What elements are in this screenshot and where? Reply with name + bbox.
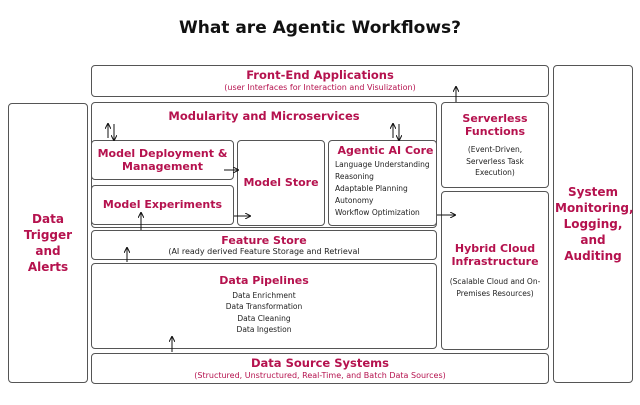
model-deployment-box: Model Deployment & Management [91,140,234,180]
data-pipelines-list: Data Enrichment Data Transformation Data… [92,290,436,335]
serverless-functions-box: Serverless Functions (Event-Driven, Serv… [441,102,549,188]
model-store-heading: Model Store [243,176,319,190]
model-deployment-heading: Model Deployment & Management [97,146,228,173]
list-item: Reasoning [335,172,374,182]
list-item: Workflow Optimization [335,208,420,218]
system-monitoring-heading: System Monitoring, Logging, and Auditing [555,184,634,264]
hybrid-cloud-box: Hybrid Cloud Infrastructure (Scalable Cl… [441,191,549,350]
data-source-subtitle: (Structured, Unstructured, Real-Time, an… [194,370,446,380]
list-item: Autonomy [335,196,374,206]
agentic-ai-core-box: Agentic AI Core Language Understanding R… [328,140,437,226]
data-trigger-box: Data Trigger and Alerts [8,103,88,383]
list-item: Data Cleaning [237,313,291,323]
page-title: What are Agentic Workflows? [178,18,462,38]
data-pipelines-heading: Data Pipelines [219,274,309,287]
front-end-applications-box: Front-End Applications (user Interfaces … [91,65,549,97]
feature-store-heading: Feature Store [221,233,307,247]
list-item: Language Understanding [335,160,430,170]
system-monitoring-box: System Monitoring, Logging, and Auditing [553,65,634,383]
data-source-heading: Data Source Systems [251,355,389,370]
serverless-heading: Serverless Functions [462,111,528,139]
list-item: Data Transformation [225,302,303,312]
front-end-subtitle: (user Interfaces for Interaction and Vis… [224,83,416,93]
model-store-box: Model Store [237,140,325,226]
front-end-heading: Front-End Applications [246,68,394,83]
hybrid-cloud-heading: Hybrid Cloud Infrastructure [451,242,539,269]
feature-store-subtitle: (AI ready derived Feature Storage and Re… [168,246,360,256]
serverless-subtitle: (Event-Driven, Serverless Task Execution… [466,145,524,177]
modularity-heading: Modularity and Microservices [168,109,360,123]
model-experiments-box: Model Experiments [91,185,234,225]
list-item: Data Ingestion [236,324,292,334]
feature-store-box: Feature Store (AI ready derived Feature … [91,230,437,260]
list-item: Data Enrichment [232,291,296,301]
data-source-systems-box: Data Source Systems (Structured, Unstruc… [91,353,549,384]
agentic-core-heading: Agentic AI Core [337,144,434,157]
data-trigger-heading: Data Trigger and Alerts [23,211,73,275]
model-experiments-heading: Model Experiments [102,198,223,212]
data-pipelines-box: Data Pipelines Data Enrichment Data Tran… [91,263,437,349]
list-item: Adaptable Planning [335,184,408,194]
hybrid-cloud-subtitle: (Scalable Cloud and On-Premises Resource… [449,277,541,298]
agentic-core-list: Language Understanding Reasoning Adaptab… [335,159,436,219]
